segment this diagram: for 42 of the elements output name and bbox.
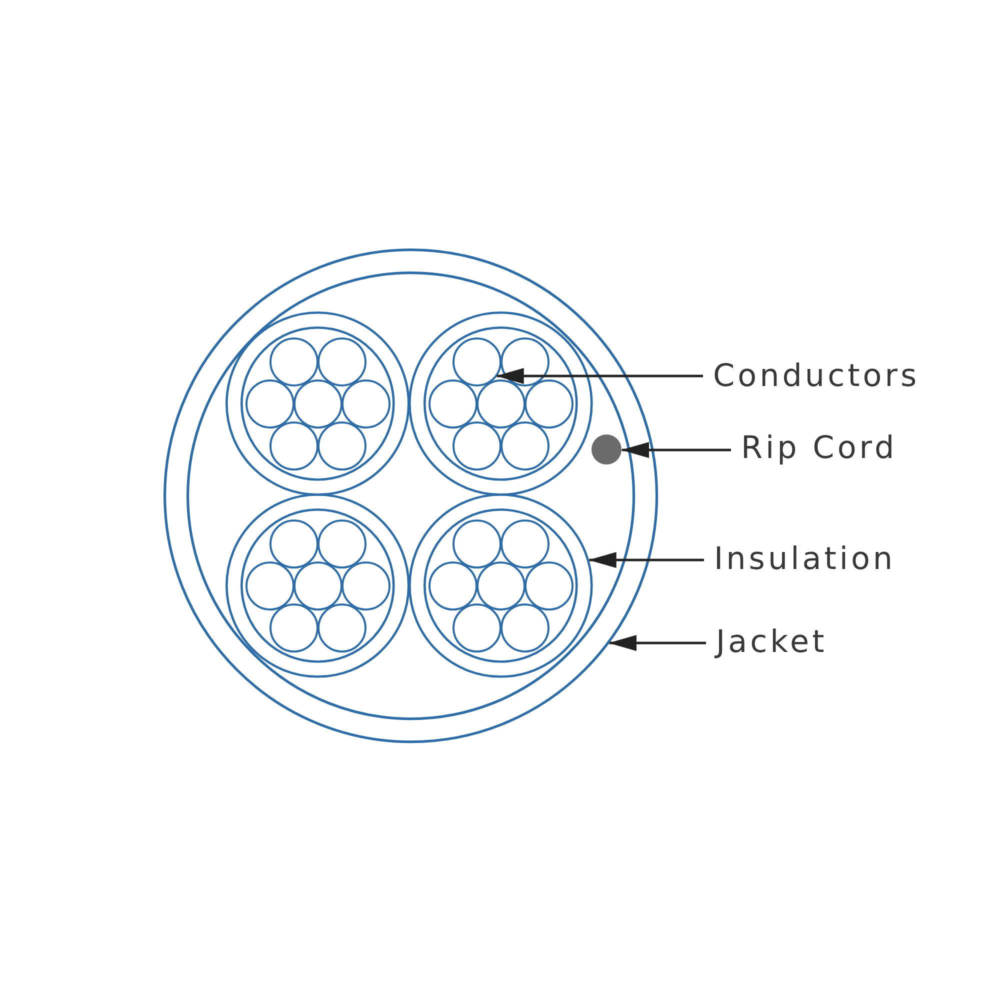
- conductor-strand: [524, 560, 574, 611]
- conductor-strand: [316, 602, 367, 653]
- conductor-strand: [428, 378, 478, 429]
- insulation-ring: [408, 493, 594, 679]
- conductor-strand: [244, 560, 295, 611]
- part-label: Jacket: [716, 624, 828, 660]
- conductor-strand: [500, 336, 550, 387]
- leader-arrow: [621, 442, 731, 458]
- conductor-strand: [316, 518, 367, 569]
- conductor-strand: [452, 518, 502, 569]
- insulation-ring: [225, 311, 411, 497]
- conductor-strand: [524, 378, 574, 429]
- conductor-strand: [500, 518, 550, 569]
- conductor-strand: [244, 378, 295, 429]
- conductor-strand: [500, 420, 550, 471]
- insulation-ring: [225, 493, 411, 679]
- conductor-strand: [316, 420, 367, 471]
- conductor-strand: [452, 336, 502, 387]
- part-label: Rip Cord: [741, 430, 898, 466]
- conductor-strand: [268, 518, 319, 569]
- conductor-strand: [476, 560, 526, 611]
- part-label: Insulation: [714, 541, 896, 577]
- leader-arrow: [588, 552, 704, 568]
- conductor-strand: [316, 336, 367, 387]
- conductor-strand: [268, 336, 319, 387]
- conductor-strand: [268, 602, 319, 653]
- conductor-strand: [428, 560, 478, 611]
- rip-cord: [591, 434, 622, 466]
- leader-arrow: [608, 635, 706, 651]
- insulation-ring: [408, 311, 594, 497]
- leader-arrow: [496, 368, 703, 384]
- cable-jacket: [163, 248, 659, 744]
- conductor-strand: [476, 378, 526, 429]
- conductor-strand: [292, 378, 343, 429]
- conductor-strand: [340, 560, 391, 611]
- conductor-strand: [452, 602, 502, 653]
- conductor-strand: [340, 378, 391, 429]
- conductor-strand: [452, 420, 502, 471]
- conductor-strand: [500, 602, 550, 653]
- conductor-strand: [292, 560, 343, 611]
- part-label: Conductors: [713, 358, 920, 394]
- conductor-strand: [268, 420, 319, 471]
